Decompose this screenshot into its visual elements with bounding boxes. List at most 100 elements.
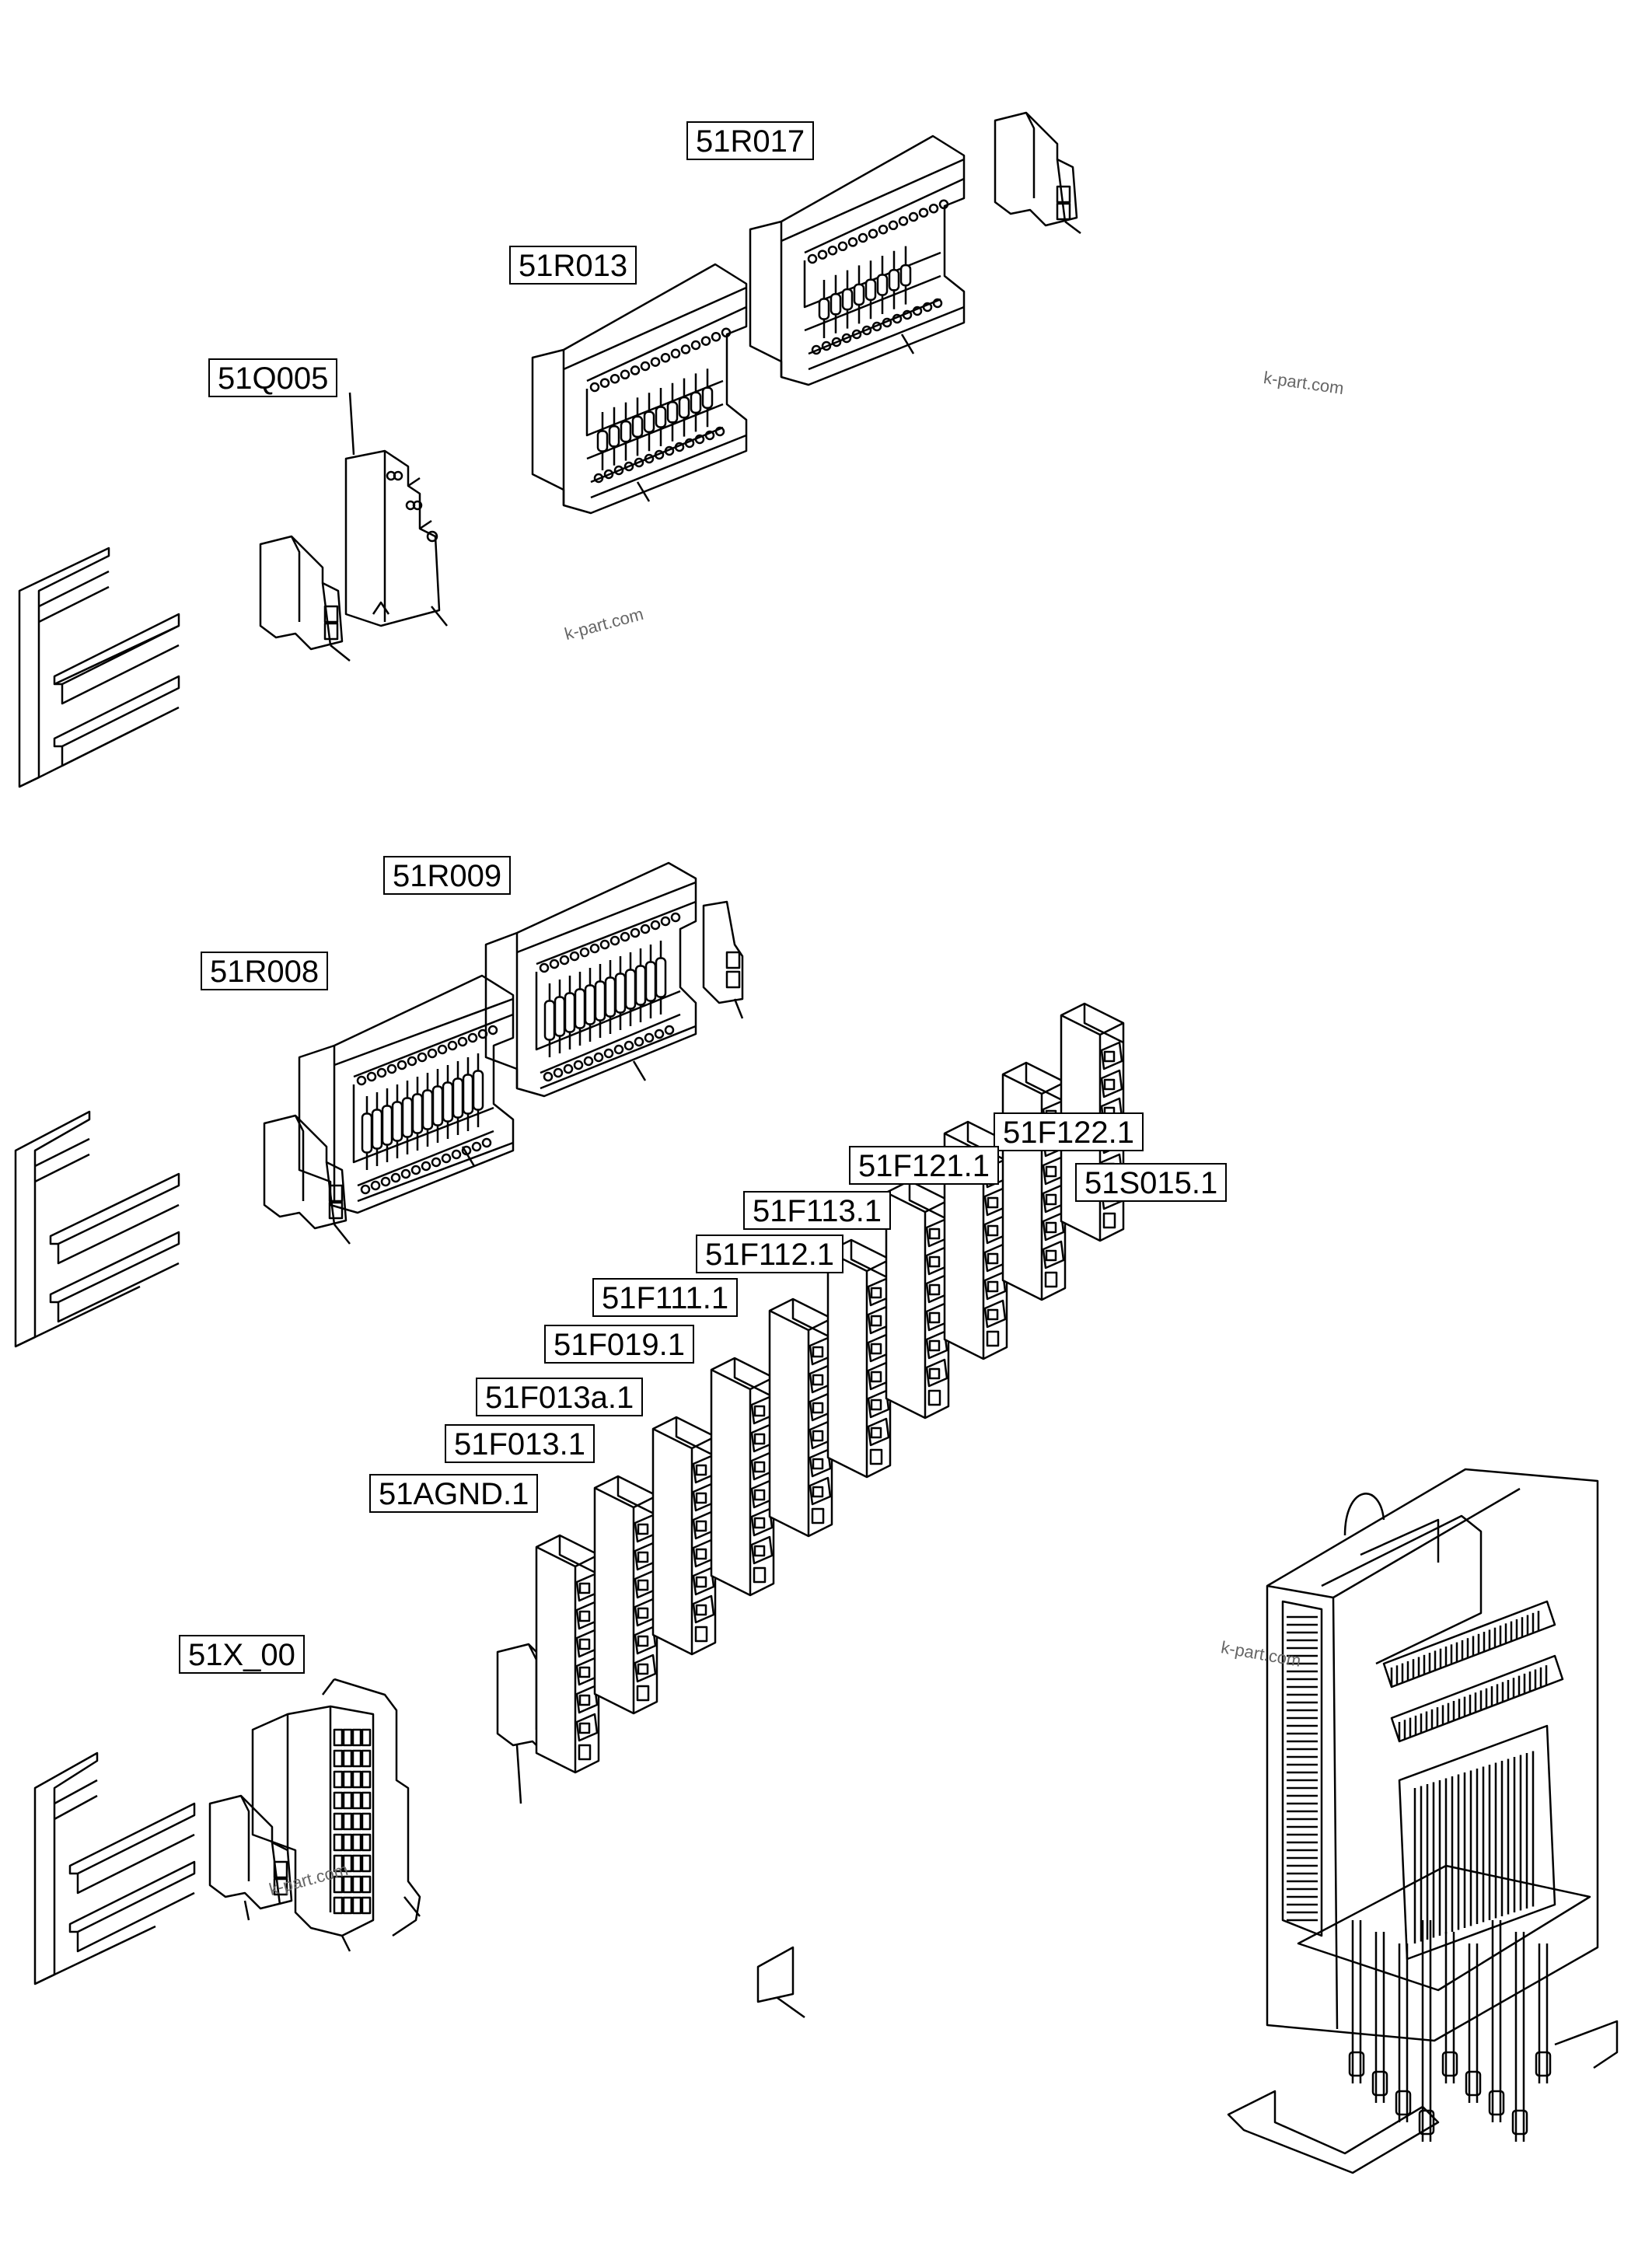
cable [1351, 1920, 1362, 2083]
terminal-screw [654, 1028, 665, 1039]
terminal-screw [451, 1149, 462, 1160]
terminal-cell [342, 1896, 353, 1915]
resistor [864, 278, 877, 301]
terminal-screw [543, 1071, 554, 1082]
terminal-screw [356, 1075, 367, 1086]
terminal-cell [361, 1833, 372, 1852]
resistor [620, 420, 632, 443]
terminal-screw [549, 959, 560, 969]
cable-gland [1395, 2090, 1412, 2116]
terminal-screw [888, 220, 899, 231]
terminal-cell [351, 1749, 362, 1768]
terminal-screw [670, 912, 681, 923]
terminal-screw [721, 327, 732, 338]
terminal-screw [902, 309, 913, 320]
terminal-cell [351, 1854, 362, 1873]
terminal-cell [351, 1833, 362, 1852]
terminal-screw [704, 430, 715, 441]
resistor [361, 1112, 373, 1154]
resistor [701, 386, 714, 409]
terminal-screw [603, 1048, 614, 1059]
terminal-screw [573, 1060, 584, 1070]
terminal-cell [333, 1896, 344, 1915]
resistor [431, 1085, 444, 1126]
terminal-screw [593, 473, 604, 484]
resistor-board-51r009 [484, 861, 697, 1098]
label-51agnd-1: 51AGND.1 [369, 1474, 539, 1513]
resistor [604, 976, 616, 1018]
terminal-cell [333, 1854, 344, 1873]
terminal-cell [333, 1749, 344, 1768]
fuse-terminal [826, 1238, 892, 1479]
label-51s015-1: 51S015.1 [1075, 1163, 1228, 1202]
terminal-cell [361, 1875, 372, 1894]
resistor [678, 396, 690, 419]
terminal-screw [690, 340, 701, 351]
end-clamp-top-right [994, 111, 1081, 234]
resistor [608, 425, 620, 448]
terminal-screw [821, 340, 832, 351]
fuse-terminal [651, 1416, 717, 1656]
resistor [655, 957, 667, 998]
terminal-cell [351, 1791, 362, 1810]
resistor [543, 1000, 556, 1041]
resistor [853, 283, 865, 306]
terminal-screw [861, 325, 872, 336]
terminal-cell [361, 1791, 372, 1810]
resistor [643, 410, 655, 433]
terminal-screw [376, 1067, 387, 1078]
terminal-screw [898, 216, 909, 226]
resistor [644, 961, 657, 1002]
label-51f121-1: 51F121.1 [849, 1146, 1000, 1185]
resistor [666, 401, 679, 424]
resistor [655, 406, 667, 428]
resistor [596, 430, 609, 452]
terminal-screw [487, 1025, 498, 1035]
terminal-screw [851, 329, 862, 340]
resistor [421, 1089, 434, 1130]
terminal-screw [680, 344, 691, 354]
terminal-screw [569, 951, 580, 962]
label-51f113-1: 51F113.1 [743, 1191, 892, 1230]
terminal-cell [342, 1770, 353, 1789]
terminal-screw [634, 457, 644, 468]
label-51f112-1: 51F112.1 [696, 1235, 844, 1273]
terminal-screw [654, 449, 665, 460]
terminal-cell [361, 1770, 372, 1789]
terminal-screw [386, 1063, 397, 1074]
label-51f111-1: 51F111.1 [592, 1278, 739, 1317]
cable-gland [1348, 2051, 1365, 2077]
cable [1421, 1920, 1432, 2142]
terminal-screw [837, 241, 848, 252]
terminal-screw [481, 1137, 492, 1148]
terminal-block-51x00 [251, 1678, 421, 1952]
terminal-screw [630, 365, 641, 375]
terminal-cell [333, 1791, 344, 1810]
resistor [690, 391, 702, 414]
resistor [594, 980, 606, 1021]
terminal-screw [650, 357, 661, 367]
terminal-screw [613, 1044, 624, 1055]
terminal-screw [410, 1165, 421, 1175]
label-51r008: 51R008 [201, 952, 329, 990]
label-51q005: 51Q005 [208, 358, 338, 397]
resistor [829, 293, 842, 316]
terminal-screw [711, 331, 721, 342]
cable-gland [1465, 2070, 1482, 2097]
resistor [876, 274, 889, 296]
terminal-screw [603, 469, 614, 480]
terminal-screw [471, 1141, 482, 1152]
terminal-screw [360, 1184, 371, 1195]
cable [1538, 1943, 1549, 2083]
cable [1444, 1932, 1455, 2083]
cable [1468, 1943, 1479, 2103]
terminal-cell [333, 1833, 344, 1852]
resistor [391, 1101, 403, 1142]
fuse-terminal [1001, 1061, 1067, 1301]
terminal-screw [674, 442, 685, 452]
terminal-screw [892, 313, 903, 324]
terminal-screw [599, 939, 610, 950]
fuse-terminal [768, 1297, 833, 1538]
